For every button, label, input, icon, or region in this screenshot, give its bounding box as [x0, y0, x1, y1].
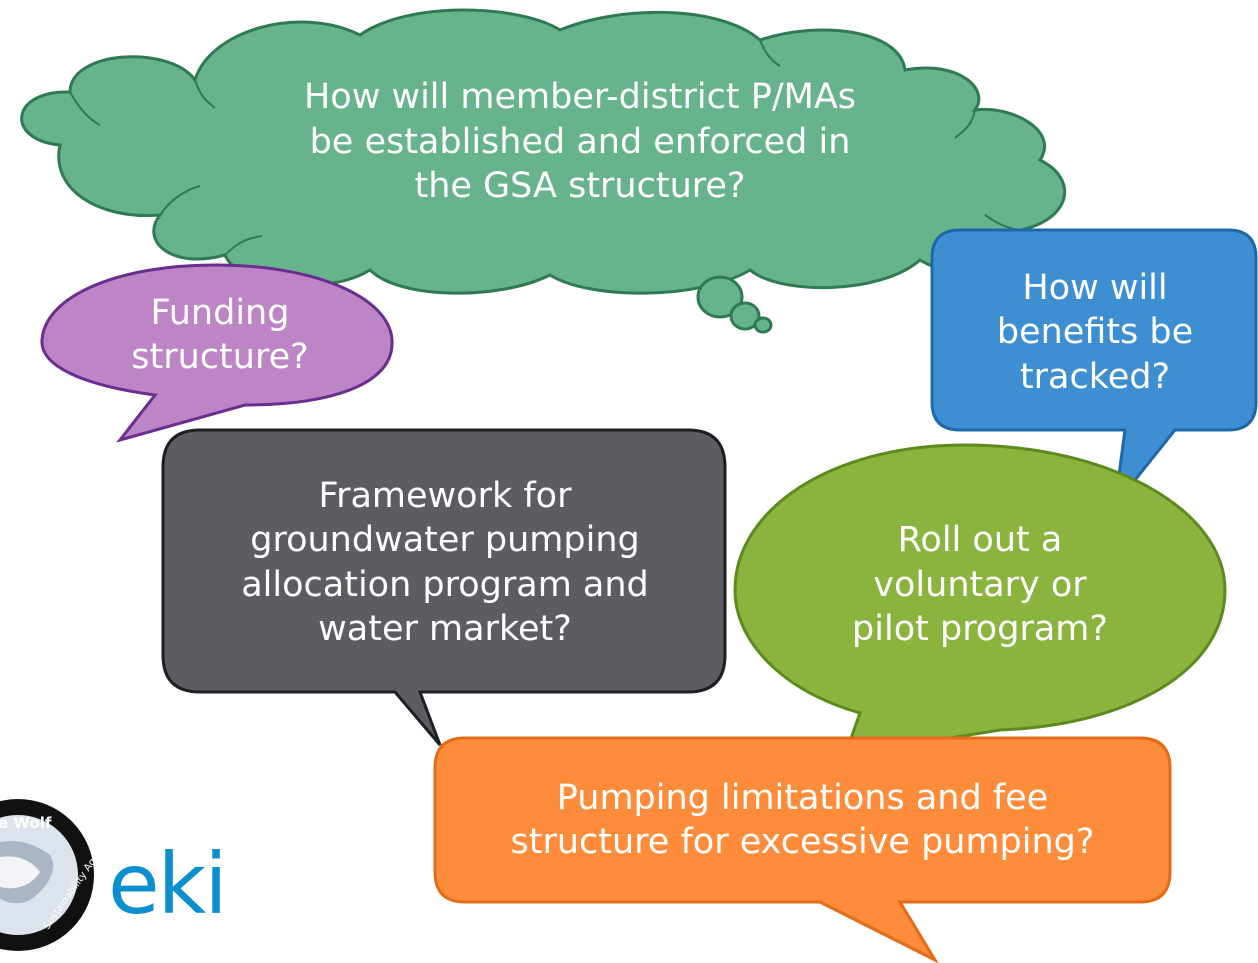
thought-cloud	[20, 8, 1067, 334]
framework-question: Framework for groundwater pumping alloca…	[241, 475, 649, 649]
cloud-question: How will member-district P/MAs be establ…	[303, 77, 857, 207]
pumping-callout-shape	[433, 736, 1172, 963]
benefits-question: How will benefits be tracked?	[996, 267, 1194, 397]
eki-wordmark-logo: eki	[108, 835, 228, 933]
thought-dot-medium	[729, 301, 761, 331]
funding-question: Funding structure?	[131, 292, 309, 377]
framework-callout-shape	[161, 428, 727, 746]
agency-seal-logo: e Wolf Sustainability Agency	[0, 799, 112, 951]
svg-text:e Wolf: e Wolf	[0, 814, 52, 832]
pumping-question: Pumping limitations and fee structure fo…	[510, 777, 1095, 862]
funding-callout-shape	[40, 263, 394, 443]
thought-dot-large	[696, 275, 744, 319]
benefits-callout-shape	[930, 228, 1258, 511]
rollout-question: Roll out a voluntary or pilot program?	[852, 520, 1108, 650]
rollout-callout-shape	[733, 443, 1227, 757]
thought-dot-small	[753, 316, 773, 334]
